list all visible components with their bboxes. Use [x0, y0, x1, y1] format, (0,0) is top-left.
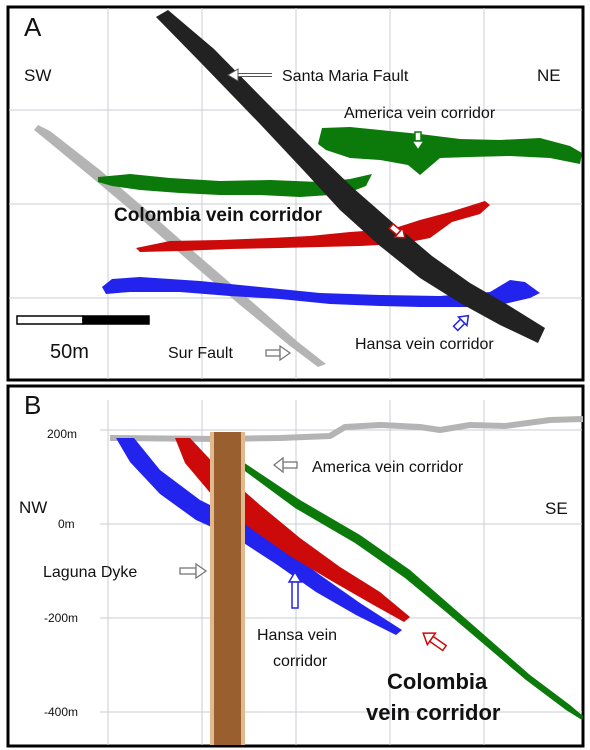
- santa-maria-fault-trace: [156, 10, 545, 343]
- laguna-dyke: [214, 432, 241, 745]
- direction-sw: SW: [24, 66, 51, 85]
- colombia-vein-label: Colombia vein corridor: [114, 205, 323, 226]
- america-vein-b-label: America vein corridor: [312, 459, 464, 476]
- hansa-vein-corridor-trace: [102, 277, 540, 307]
- colombia-vein-b-label-line1: Colombia: [387, 669, 488, 694]
- hansa-vein-b-label-line2: corridor: [273, 653, 328, 670]
- colombia-vein-arrow-icon: [388, 222, 406, 239]
- topography-surface: [109, 416, 584, 442]
- america-vein-corridor-west-trace: [98, 174, 372, 197]
- colombia-vein-b-label-line2: vein corridor: [366, 700, 501, 725]
- hansa-vein-section: [116, 438, 402, 635]
- hansa-vein-label: Hansa vein corridor: [355, 336, 494, 353]
- panel-a-letter: A: [24, 12, 42, 42]
- scale-bar-label: 50m: [50, 341, 89, 363]
- depth-tick-neg400: -400m: [44, 705, 78, 719]
- america-vein-corridor-east-trace: [318, 127, 582, 175]
- direction-se: SE: [545, 499, 568, 518]
- hansa-vein-b-label-line1: Hansa vein: [257, 627, 337, 644]
- america-vein-b-arrow-icon: [272, 456, 298, 474]
- panel-b: B NW SE 200m 0m -200m -400m America vein…: [6, 384, 585, 748]
- hansa-vein-arrow-icon: [452, 314, 470, 332]
- direction-ne: NE: [537, 66, 561, 85]
- hansa-vein-b-arrow-icon: [287, 570, 303, 609]
- panel-b-letter: B: [24, 390, 41, 420]
- laguna-dyke-arrow-icon: [179, 562, 208, 580]
- depth-tick-0: 0m: [58, 517, 75, 531]
- laguna-dyke-label: Laguna Dyke: [43, 564, 137, 581]
- santa-maria-fault-label: Santa Maria Fault: [282, 68, 409, 85]
- scale-bar: [16, 315, 150, 325]
- colombia-vein-b-arrow-icon: [422, 632, 448, 652]
- america-vein-arrow-icon: [410, 131, 426, 152]
- sur-fault-arrow-icon: [265, 344, 292, 362]
- depth-tick-neg200: -200m: [44, 611, 78, 625]
- direction-nw: NW: [19, 498, 47, 517]
- america-vein-label: America vein corridor: [344, 105, 496, 122]
- america-vein-section: [238, 460, 583, 720]
- sur-fault-label: Sur Fault: [168, 345, 233, 362]
- panel-a: A SW NE Santa Maria Fault America vein c…: [6, 5, 585, 382]
- depth-tick-200: 200m: [47, 427, 77, 441]
